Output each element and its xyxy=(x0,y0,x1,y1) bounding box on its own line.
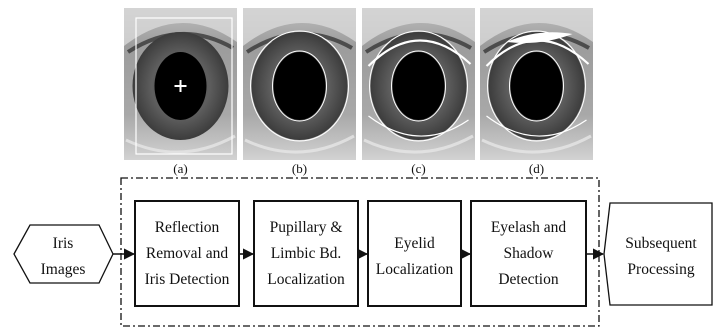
eye-panel: (d) xyxy=(480,8,593,176)
output-pentagon xyxy=(604,203,712,305)
stage-label-line: Pupillary & xyxy=(270,219,343,236)
stage-label-line: Localization xyxy=(376,261,454,278)
pupil xyxy=(274,52,326,120)
input-label-line-1: Iris xyxy=(53,235,74,252)
output-label-line-2: Processing xyxy=(627,261,694,278)
input-label-line-2: Images xyxy=(41,261,86,278)
stage-reflection-removal: Reflection Removal and Iris Detection xyxy=(135,201,239,306)
eye-panel: (b) xyxy=(243,8,356,176)
pupil xyxy=(511,52,563,120)
panel-label: (d) xyxy=(529,161,544,176)
stage-label-line: Removal and xyxy=(146,245,228,262)
output-node: Subsequent Processing xyxy=(604,203,712,305)
stage-label-line: Reflection xyxy=(155,219,220,236)
panel-label: (b) xyxy=(292,161,307,176)
stage-label-line: Eyelash and xyxy=(491,219,567,236)
stage-box xyxy=(368,201,461,306)
stage-eyelid-localization: Eyelid Localization xyxy=(368,201,461,306)
eye-panel: (c) xyxy=(362,8,475,176)
stage-label-line: Eyelid xyxy=(394,235,435,252)
eye-panel: (a) xyxy=(124,8,237,176)
stage-label-line: Iris Detection xyxy=(145,271,230,288)
output-label-line-1: Subsequent xyxy=(625,235,697,252)
stage-label-line: Localization xyxy=(267,271,345,288)
panel-label: (c) xyxy=(411,161,425,176)
pupil xyxy=(393,52,445,120)
eye-panels: (a) (b) (c) (d) xyxy=(124,8,593,176)
stage-label-line: Limbic Bd. xyxy=(271,245,342,262)
stage-pupillary-limbic-localization: Pupillary & Limbic Bd. Localization xyxy=(254,201,358,306)
stage-label-line: Detection xyxy=(498,271,559,288)
stage-eyelash-shadow-detection: Eyelash and Shadow Detection xyxy=(471,201,586,306)
input-node: Iris Images xyxy=(14,225,113,283)
stage-label-line: Shadow xyxy=(504,245,555,262)
panel-label: (a) xyxy=(173,161,187,176)
